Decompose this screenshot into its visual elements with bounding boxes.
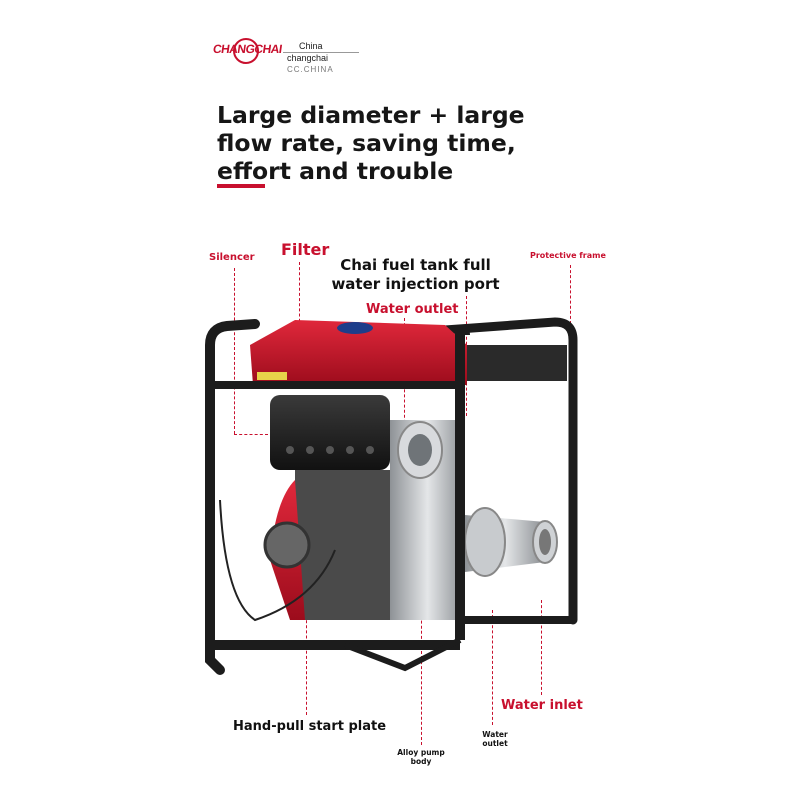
label-water-outlet-top: Water outlet: [366, 302, 459, 317]
leader-water-outlet-bottom: [492, 610, 493, 725]
brand-logo: CHANGCHAI China changchai CC.CHINA: [212, 38, 359, 78]
logo-line-1: China: [299, 41, 323, 51]
leader-filter: [299, 262, 300, 332]
leader-hand-pull: [306, 610, 307, 715]
label-silencer: Silencer: [209, 252, 255, 263]
water-pump-image: [205, 317, 578, 675]
label-protective-frame: Protective frame: [530, 251, 606, 260]
title-underline: [217, 184, 265, 188]
label-filter: Filter: [281, 240, 330, 259]
logo-line-2: changchai: [287, 53, 329, 63]
logo-divider: [283, 52, 359, 53]
leader-silencer: [234, 268, 235, 434]
label-hand-pull-start-plate: Hand-pull start plate: [233, 719, 387, 734]
logo-brand-text: CHANGCHAI: [212, 42, 283, 56]
page-title: Large diameter + large flow rate, saving…: [217, 101, 525, 185]
label-alloy-pump-body: Alloy pump body: [397, 748, 445, 766]
label-water-inlet: Water inlet: [501, 698, 583, 713]
leader-silencer-h: [234, 434, 268, 435]
leader-alloy-pump: [421, 560, 422, 745]
logo-emblem-icon: [233, 38, 259, 64]
label-water-outlet-bottom: Water outlet: [482, 730, 508, 748]
leader-water-inlet: [541, 600, 542, 695]
label-fuel-tank: Chai fuel tank full water injection port: [331, 256, 500, 293]
logo-line-3: CC.CHINA: [287, 65, 334, 74]
